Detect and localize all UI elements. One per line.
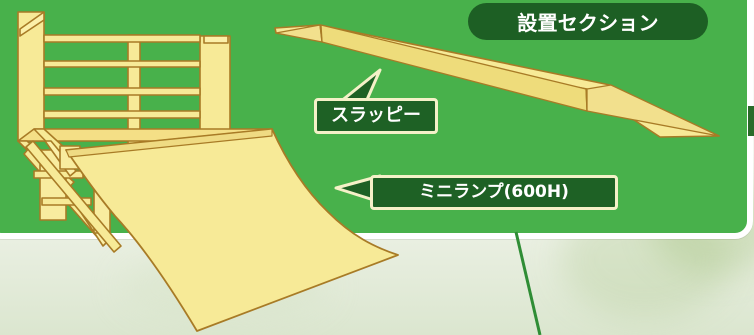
mini-ramp-surface bbox=[65, 128, 399, 332]
panel-edge-mark bbox=[748, 106, 754, 136]
slappy-label: スラッピー bbox=[314, 98, 438, 134]
section-badge: 設置セクション bbox=[468, 3, 708, 40]
mini-ramp-label: ミニランプ(600H) bbox=[370, 175, 618, 210]
slappy-structure bbox=[274, 24, 720, 138]
connector-line bbox=[514, 231, 542, 335]
